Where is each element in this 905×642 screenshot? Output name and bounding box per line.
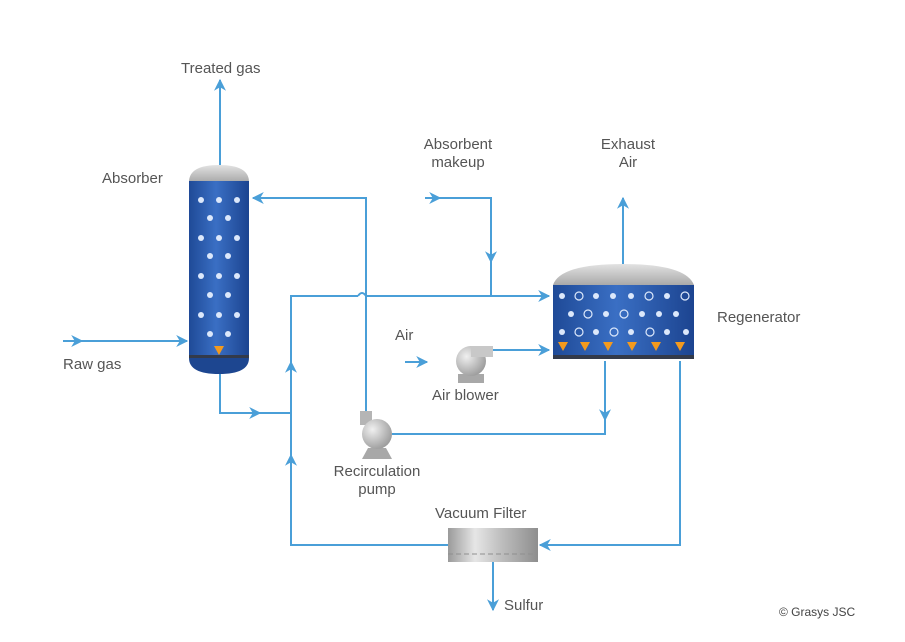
air-label: Air xyxy=(395,327,414,344)
absorbent-makeup-line xyxy=(430,197,497,264)
vacuum-filter xyxy=(448,528,538,562)
absorber-bottom xyxy=(189,358,249,374)
absorber-top-cap xyxy=(189,165,249,182)
absorber-body xyxy=(189,181,249,358)
exhaust-air-label: Exhaust Air xyxy=(590,136,666,172)
regenerator-label: Regenerator xyxy=(717,309,801,326)
line-crossover xyxy=(357,292,367,297)
raw-gas-label: Raw gas xyxy=(63,356,122,373)
absorber-label: Absorber xyxy=(102,170,163,187)
absorber-outlet-line xyxy=(219,373,262,419)
absorber-spray-nozzle xyxy=(214,346,224,355)
filtrate-return-line xyxy=(285,453,448,546)
filter-drum xyxy=(448,528,538,562)
air-blower-label: Air blower xyxy=(432,387,499,404)
recirculation-pump-label-line2: pump xyxy=(358,481,396,498)
flow-lines xyxy=(63,78,681,612)
copyright-notice: © Grasys JSC xyxy=(779,605,856,619)
regenerator-vessel xyxy=(553,264,694,359)
return-to-regenerator-a xyxy=(290,295,358,365)
absorber-column xyxy=(189,165,249,374)
absorbent-makeup-label: Absorbent makeup xyxy=(412,136,504,172)
exhaust-air-label-line2: Air xyxy=(618,154,638,171)
regenerator-to-pump-line xyxy=(392,415,606,435)
blower-outlet xyxy=(471,346,493,357)
absorbent-makeup-label-line1: Absorbent xyxy=(423,136,493,153)
pump-base xyxy=(362,448,392,459)
regenerator-to-filter-line xyxy=(538,361,681,551)
treated-gas-label: Treated gas xyxy=(181,60,261,77)
absorber-tray xyxy=(189,355,249,358)
vacuum-filter-label: Vacuum Filter xyxy=(435,505,527,522)
regenerator-dome xyxy=(553,264,694,285)
absorber-bubbles xyxy=(198,197,240,337)
regenerator-body xyxy=(553,285,694,357)
sulfur-label: Sulfur xyxy=(504,597,544,614)
recirculation-pump-label-line1: Recirculation xyxy=(333,463,421,480)
regenerator-spray-nozzles xyxy=(558,342,685,351)
recirculation-pump xyxy=(360,411,392,459)
absorbent-makeup-label-line2: makeup xyxy=(431,154,485,171)
recirculation-pump-label: Recirculation pump xyxy=(319,463,435,499)
exhaust-air-label-line1: Exhaust xyxy=(600,136,656,153)
air-blower xyxy=(456,346,493,383)
recirculation-to-absorber-line xyxy=(251,192,367,412)
blower-base xyxy=(458,374,484,383)
regenerator-air-bubbles xyxy=(574,291,690,337)
regenerator-bubbles xyxy=(559,293,689,335)
regenerator-base xyxy=(553,355,694,359)
pump-casing xyxy=(362,419,392,449)
